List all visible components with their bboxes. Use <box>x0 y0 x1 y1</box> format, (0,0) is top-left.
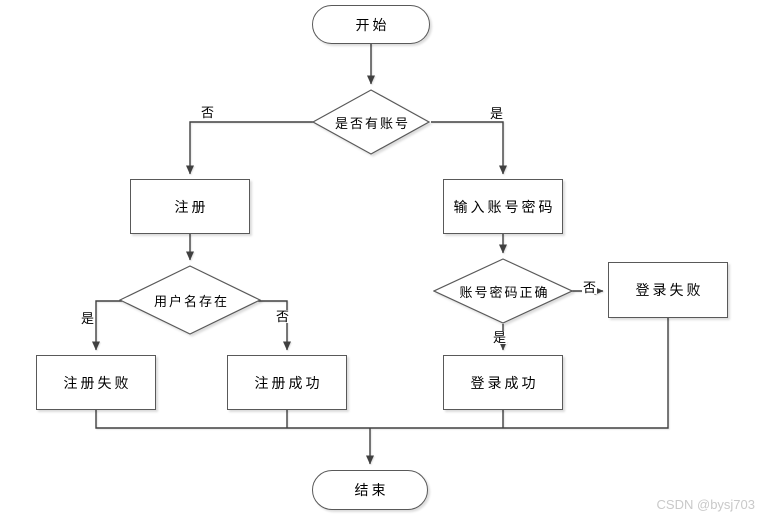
process-register: 注册 <box>130 179 250 234</box>
process-register-label: 注册 <box>174 200 209 216</box>
process-enter-credentials-label: 输入账号密码 <box>453 200 556 216</box>
edge-label-username-no: 否 <box>275 309 291 324</box>
edge-label-username-yes: 是 <box>80 311 96 326</box>
process-register-fail: 注册失败 <box>36 355 156 410</box>
process-login-fail: 登录失败 <box>608 262 728 318</box>
process-register-fail-label: 注册失败 <box>63 376 132 392</box>
end-terminator: 结束 <box>312 470 428 510</box>
decision-credentials-correct-label: 账号密码正确 <box>459 284 550 300</box>
process-login-success-label: 登录成功 <box>470 376 539 392</box>
start-terminator: 开始 <box>312 5 430 44</box>
process-register-success-label: 注册成功 <box>254 376 323 392</box>
process-enter-credentials: 输入账号密码 <box>443 179 563 234</box>
start-label: 开始 <box>355 18 390 34</box>
process-login-success: 登录成功 <box>443 355 563 410</box>
decision-username-exists-label: 用户名存在 <box>153 293 229 309</box>
process-login-fail-label: 登录失败 <box>635 284 704 299</box>
end-label: 结束 <box>354 484 389 499</box>
edge-label-credentials-no: 否 <box>582 280 598 295</box>
diamond-shape <box>119 265 261 335</box>
decision-username-exists: 用户名存在 <box>119 265 261 335</box>
edge-label-yes-account: 是 <box>489 106 505 121</box>
decision-credentials-correct: 账号密码正确 <box>433 258 573 324</box>
edge-label-no-account: 否 <box>200 105 216 120</box>
diamond-shape <box>433 258 573 324</box>
process-register-success: 注册成功 <box>227 355 347 410</box>
decision-has-account-label: 是否有账号 <box>334 115 410 131</box>
decision-has-account: 是否有账号 <box>312 89 430 155</box>
edge-label-credentials-yes: 是 <box>492 330 508 345</box>
csdn-watermark: CSDN @bysj703 <box>656 497 755 512</box>
diamond-shape <box>312 89 430 155</box>
